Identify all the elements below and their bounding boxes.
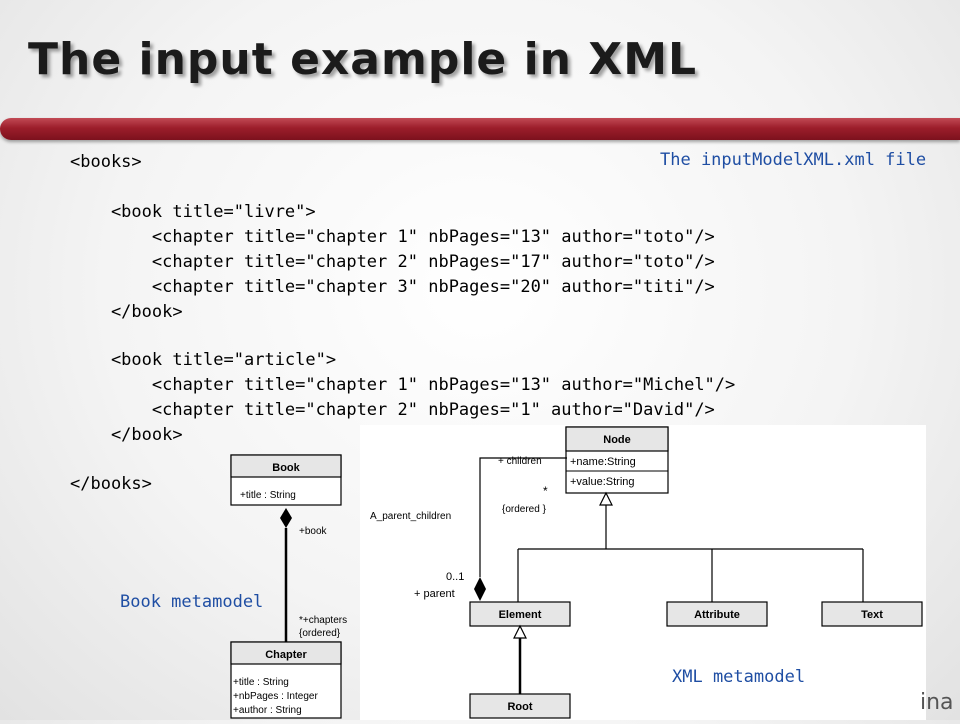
attribute-class-name: Attribute [694,609,740,621]
node-class-header [565,426,669,452]
element-class-name: Element [499,609,542,621]
parent-children-association [479,457,567,577]
aggregation-diamond [474,577,486,601]
element-class-box [469,601,571,627]
xml-line: </books> [70,474,152,494]
ina-logo-fragment: ina [920,690,954,715]
slide-title: The input example in XML [28,34,698,85]
file-caption: The inputModelXML.xml file [660,150,927,170]
children-multiplicity: * [543,484,548,498]
xml-metamodel-panel: Node +name:String +value:String + childr… [360,425,926,720]
xml-line: <chapter title="chapter 1" nbPages="13" … [70,227,715,247]
xml-line: </book> [70,302,183,322]
xml-line: <book title="article"> [70,350,337,370]
xml-line: <book title="livre"> [70,202,316,222]
book-class-header [230,454,342,478]
chapter-class-attr: +title : String [233,677,289,688]
xml-line: <chapter title="chapter 2" nbPages="17" … [70,252,715,272]
node-class-name: Node [603,434,631,446]
role-parent: + parent [414,588,455,600]
role-chapters: *+chapters [299,615,347,626]
parent-multiplicity: 0..1 [446,571,464,583]
book-class-attr: +title : String [240,490,296,501]
role-children: + children [498,456,542,467]
generalization-arrowhead [599,491,613,506]
book-class-name: Book [272,462,300,474]
chapter-class-attr: +author : String [233,705,302,716]
node-class-attr: +value:String [570,476,635,488]
xml-line: <chapter title="chapter 2" nbPages="1" a… [70,400,715,420]
xml-metamodel-diagram: Node +name:String +value:String + childr… [370,426,923,719]
root-class-name: Root [507,701,532,713]
xml-line: <chapter title="chapter 3" nbPages="20" … [70,277,715,297]
text-class-box [821,601,923,627]
xml-line: </book> [70,425,183,445]
attribute-class-box [666,601,768,627]
text-class-name: Text [861,609,883,621]
xml-line: <chapter title="chapter 1" nbPages="13" … [70,375,736,395]
children-ordered: {ordered } [502,504,547,515]
title-accent-bar [0,118,960,140]
node-class-attr: +name:String [570,456,636,468]
xml-line: <books> [70,152,142,172]
book-metamodel-caption: Book metamodel [120,592,264,612]
root-class-box [469,693,571,719]
role-book: +book [299,526,328,537]
root-generalization-arrowhead [513,624,527,639]
composition-diamond [280,508,292,528]
chapter-class-attr: +nbPages : Integer [233,691,318,702]
chapter-class-header [230,641,342,665]
association-name: A_parent_children [370,511,451,522]
xml-metamodel-caption: XML metamodel [672,667,806,687]
book-metamodel-diagram: Book +title : String +book *+chapters {o… [230,454,347,719]
role-ordered: {ordered} [299,628,341,639]
chapter-class-name: Chapter [265,649,307,661]
